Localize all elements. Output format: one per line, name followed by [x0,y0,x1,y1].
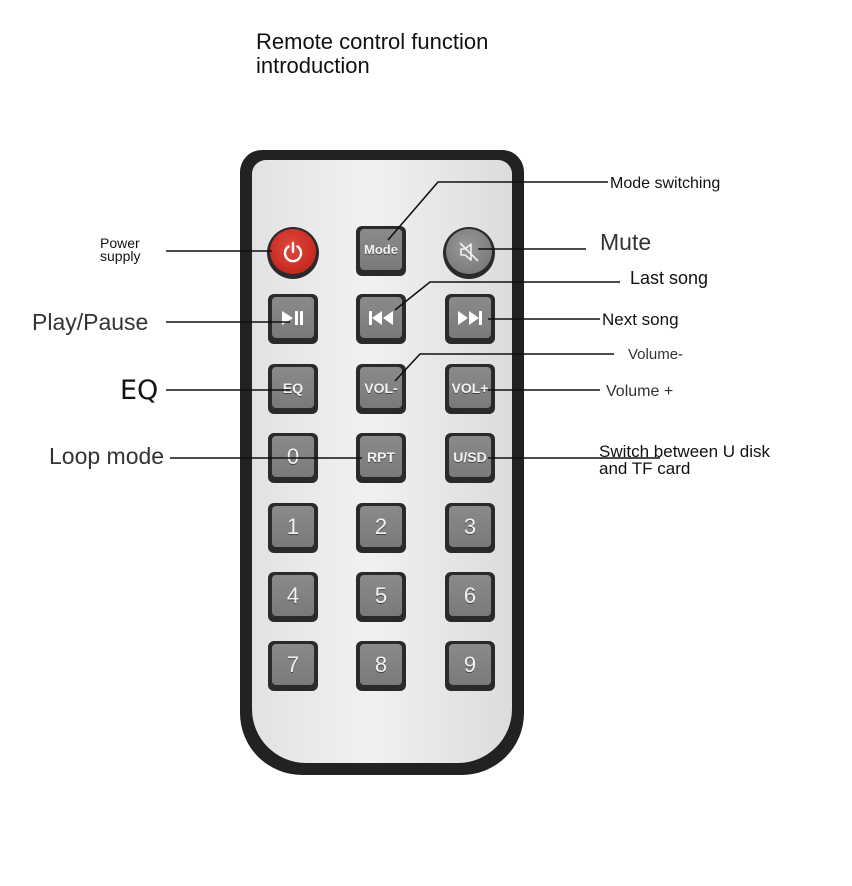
next-track-button[interactable] [445,294,495,344]
label-power-line-1: Power [100,235,140,251]
number-4-label: 4 [272,575,314,616]
title-line-1: Remote control function [256,29,489,54]
label-power-line-2: supply [100,248,141,264]
mode-button[interactable]: Mode [356,226,406,276]
label-volume-minus: Volume- [628,346,684,363]
title-line-2: introduction [256,53,370,78]
next-track-icon [458,310,482,325]
label-mode-switching: Mode switching [610,175,721,192]
number-8-button[interactable]: 8 [356,641,406,691]
volume-up-button-label: VOL+ [449,367,491,408]
number-2-button[interactable]: 2 [356,503,406,553]
leader-line-mode [387,181,608,241]
number-5-label: 5 [360,575,402,616]
label-play-pause: Play/Pause [32,309,149,335]
eq-button-label: EQ [272,367,314,408]
number-6-button[interactable]: 6 [445,572,495,622]
number-4-button[interactable]: 4 [268,572,318,622]
eq-button[interactable]: EQ [268,364,318,414]
volume-up-button[interactable]: VOL+ [445,364,495,414]
number-0-label: 0 [272,436,314,477]
mode-button-label: Mode [360,229,402,270]
leader-line-last-song [394,281,620,311]
number-7-label: 7 [272,644,314,685]
mute-icon [459,241,479,262]
label-mute: Mute [600,229,652,255]
number-2-label: 2 [360,506,402,547]
label-loop-mode: Loop mode [49,443,165,469]
number-3-button[interactable]: 3 [445,503,495,553]
previous-track-button[interactable] [356,294,406,344]
label-volume-plus: Volume + [606,383,674,400]
power-button[interactable] [267,227,319,279]
usd-switch-button-label: U/SD [449,436,491,477]
number-7-button[interactable]: 7 [268,641,318,691]
number-5-button[interactable]: 5 [356,572,406,622]
label-switch-line-1: Switch between U disk [599,442,771,461]
previous-track-icon [369,310,393,325]
diagram-title: Remote control function introduction [256,30,576,78]
volume-down-button[interactable]: VOL- [356,364,406,414]
number-1-label: 1 [272,506,314,547]
play-pause-icon [282,310,303,325]
play-pause-button[interactable] [268,294,318,344]
usd-switch-button[interactable]: U/SD [445,433,495,483]
volume-down-button-label: VOL- [360,367,402,408]
leader-line-volume-minus [394,353,614,382]
number-9-button[interactable]: 9 [445,641,495,691]
label-switch-line-2: and TF card [599,459,691,478]
number-3-label: 3 [449,506,491,547]
repeat-button[interactable]: RPT [356,433,406,483]
number-6-label: 6 [449,575,491,616]
label-last-song: Last song [630,268,709,288]
repeat-button-label: RPT [360,436,402,477]
number-1-button[interactable]: 1 [268,503,318,553]
label-eq: EQ [120,375,159,406]
label-switch-u-disk-tf: Switch between U disk and TF card [599,443,770,477]
number-8-label: 8 [360,644,402,685]
power-icon [283,241,303,262]
mute-button[interactable] [443,227,495,279]
label-power-supply: Power supply [100,235,141,264]
number-9-label: 9 [449,644,491,685]
label-next-song: Next song [602,310,679,329]
